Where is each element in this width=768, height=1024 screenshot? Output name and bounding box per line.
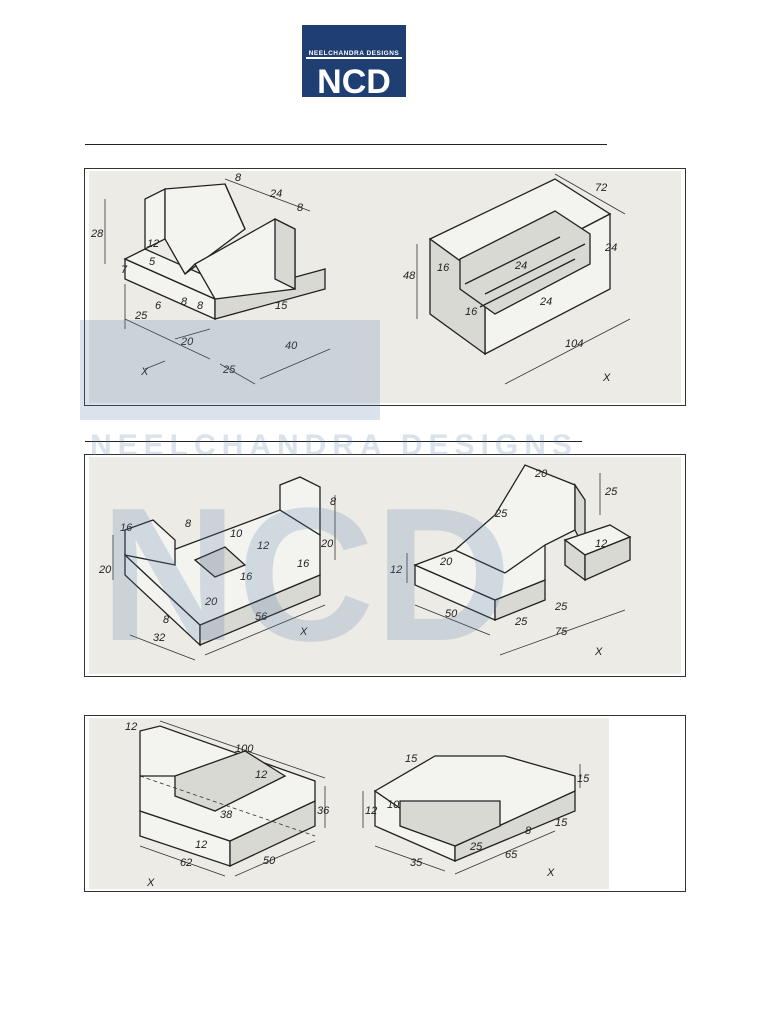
dim-label: 38 [220, 809, 233, 821]
logo-mark-text: NCD [317, 63, 391, 97]
dim-label: 16 [437, 262, 450, 274]
drawing-panel-3: 12 100 12 38 36 12 62 50 X 15 15 12 10 2… [84, 715, 686, 892]
logo-top-text: NEELCHANDRA DESIGNS [309, 50, 400, 57]
dim-label: 12 [365, 805, 377, 817]
dim-label: 25 [514, 616, 528, 628]
dim-label: 16 [240, 571, 253, 583]
dim-label: 16 [297, 558, 310, 570]
dim-label: 35 [410, 857, 423, 869]
dim-label: 24 [539, 296, 552, 308]
divider-line-1 [85, 144, 607, 145]
axis-x-label: X [594, 646, 603, 658]
dim-label: 25 [554, 601, 568, 613]
dim-label: 15 [577, 773, 590, 785]
dim-label: 25 [494, 508, 508, 520]
figure-stepped-block: 72 48 16 24 24 16 24 104 X [403, 173, 631, 385]
figure-channel-block: 12 100 12 38 36 12 62 50 X [125, 720, 330, 889]
dim-label: 25 [469, 841, 483, 853]
dim-label: 72 [595, 182, 607, 194]
dim-label: 62 [180, 857, 192, 869]
dim-label: 20 [320, 538, 334, 550]
divider-line-2 [85, 441, 582, 442]
dim-label: 8 [163, 614, 170, 626]
dim-label: 12 [195, 839, 207, 851]
dim-label: 8 [525, 825, 532, 837]
axis-x-label: X [546, 867, 555, 879]
drawing-panel-2: 16 8 10 12 8 20 20 16 16 20 8 32 56 X [84, 454, 686, 677]
axis-x-label: X [140, 366, 149, 378]
dim-label: 20 [98, 564, 112, 576]
dim-label: 15 [555, 817, 568, 829]
dim-label: 65 [505, 849, 518, 861]
dim-label: 20 [534, 468, 548, 480]
dim-label: 8 [330, 496, 337, 508]
dim-label: 10 [387, 799, 400, 811]
figure-ramp-block: 20 25 25 12 20 12 50 25 25 75 X [390, 464, 632, 658]
dim-label: 15 [405, 753, 418, 765]
dim-label: 24 [514, 260, 527, 272]
dim-label: 25 [134, 310, 148, 322]
dim-label: 20 [439, 556, 453, 568]
dim-label: 12 [257, 540, 269, 552]
dim-label: 20 [180, 336, 194, 348]
dim-label: 48 [403, 270, 416, 282]
dim-label: 8 [235, 172, 242, 184]
figure-wedge-block: 15 15 12 10 25 8 15 35 65 X [362, 753, 590, 879]
figure-v-block: 8 24 8 28 12 5 7 6 8 8 15 25 20 25 40 X [90, 172, 331, 385]
dim-label: 8 [197, 300, 204, 312]
dim-label: 50 [445, 608, 458, 620]
dim-label: 16 [120, 522, 133, 534]
ncd-logo: NEELCHANDRA DESIGNS NCD [302, 25, 406, 97]
figure-u-block: 16 8 10 12 8 20 20 16 16 20 8 32 56 X [98, 476, 337, 661]
dim-label: 104 [565, 338, 583, 350]
dim-label: 24 [269, 188, 282, 200]
dim-label: 12 [147, 238, 159, 250]
axis-x-label: X [602, 372, 611, 384]
dim-label: 20 [204, 596, 218, 608]
dim-label: 12 [255, 769, 267, 781]
axis-x-label: X [146, 877, 155, 889]
dim-label: 12 [390, 564, 402, 576]
dim-label: 56 [255, 611, 268, 623]
dim-label: 8 [297, 202, 304, 214]
dim-label: 15 [275, 300, 288, 312]
dim-label: 75 [555, 626, 568, 638]
dim-label: 10 [230, 528, 243, 540]
dim-label: 24 [604, 242, 617, 254]
dim-label: 50 [263, 855, 276, 867]
dim-label: 16 [465, 306, 478, 318]
dim-label: 28 [90, 228, 104, 240]
dim-label: 5 [149, 256, 156, 268]
dim-label: 32 [153, 632, 165, 644]
dim-label: 25 [604, 486, 618, 498]
drawing-panel-1: 8 24 8 28 12 5 7 6 8 8 15 25 20 25 40 X [84, 168, 686, 406]
dim-label: 100 [235, 743, 254, 755]
dim-label: 8 [185, 518, 192, 530]
axis-x-label: X [299, 626, 308, 638]
dim-label: 12 [595, 538, 607, 550]
dim-label: 12 [125, 721, 137, 733]
dim-label: 40 [285, 340, 298, 352]
dim-label: 25 [222, 364, 236, 376]
dim-label: 8 [181, 296, 188, 308]
dim-label: 36 [317, 805, 330, 817]
dim-label: 7 [121, 264, 128, 276]
dim-label: 6 [155, 300, 162, 312]
